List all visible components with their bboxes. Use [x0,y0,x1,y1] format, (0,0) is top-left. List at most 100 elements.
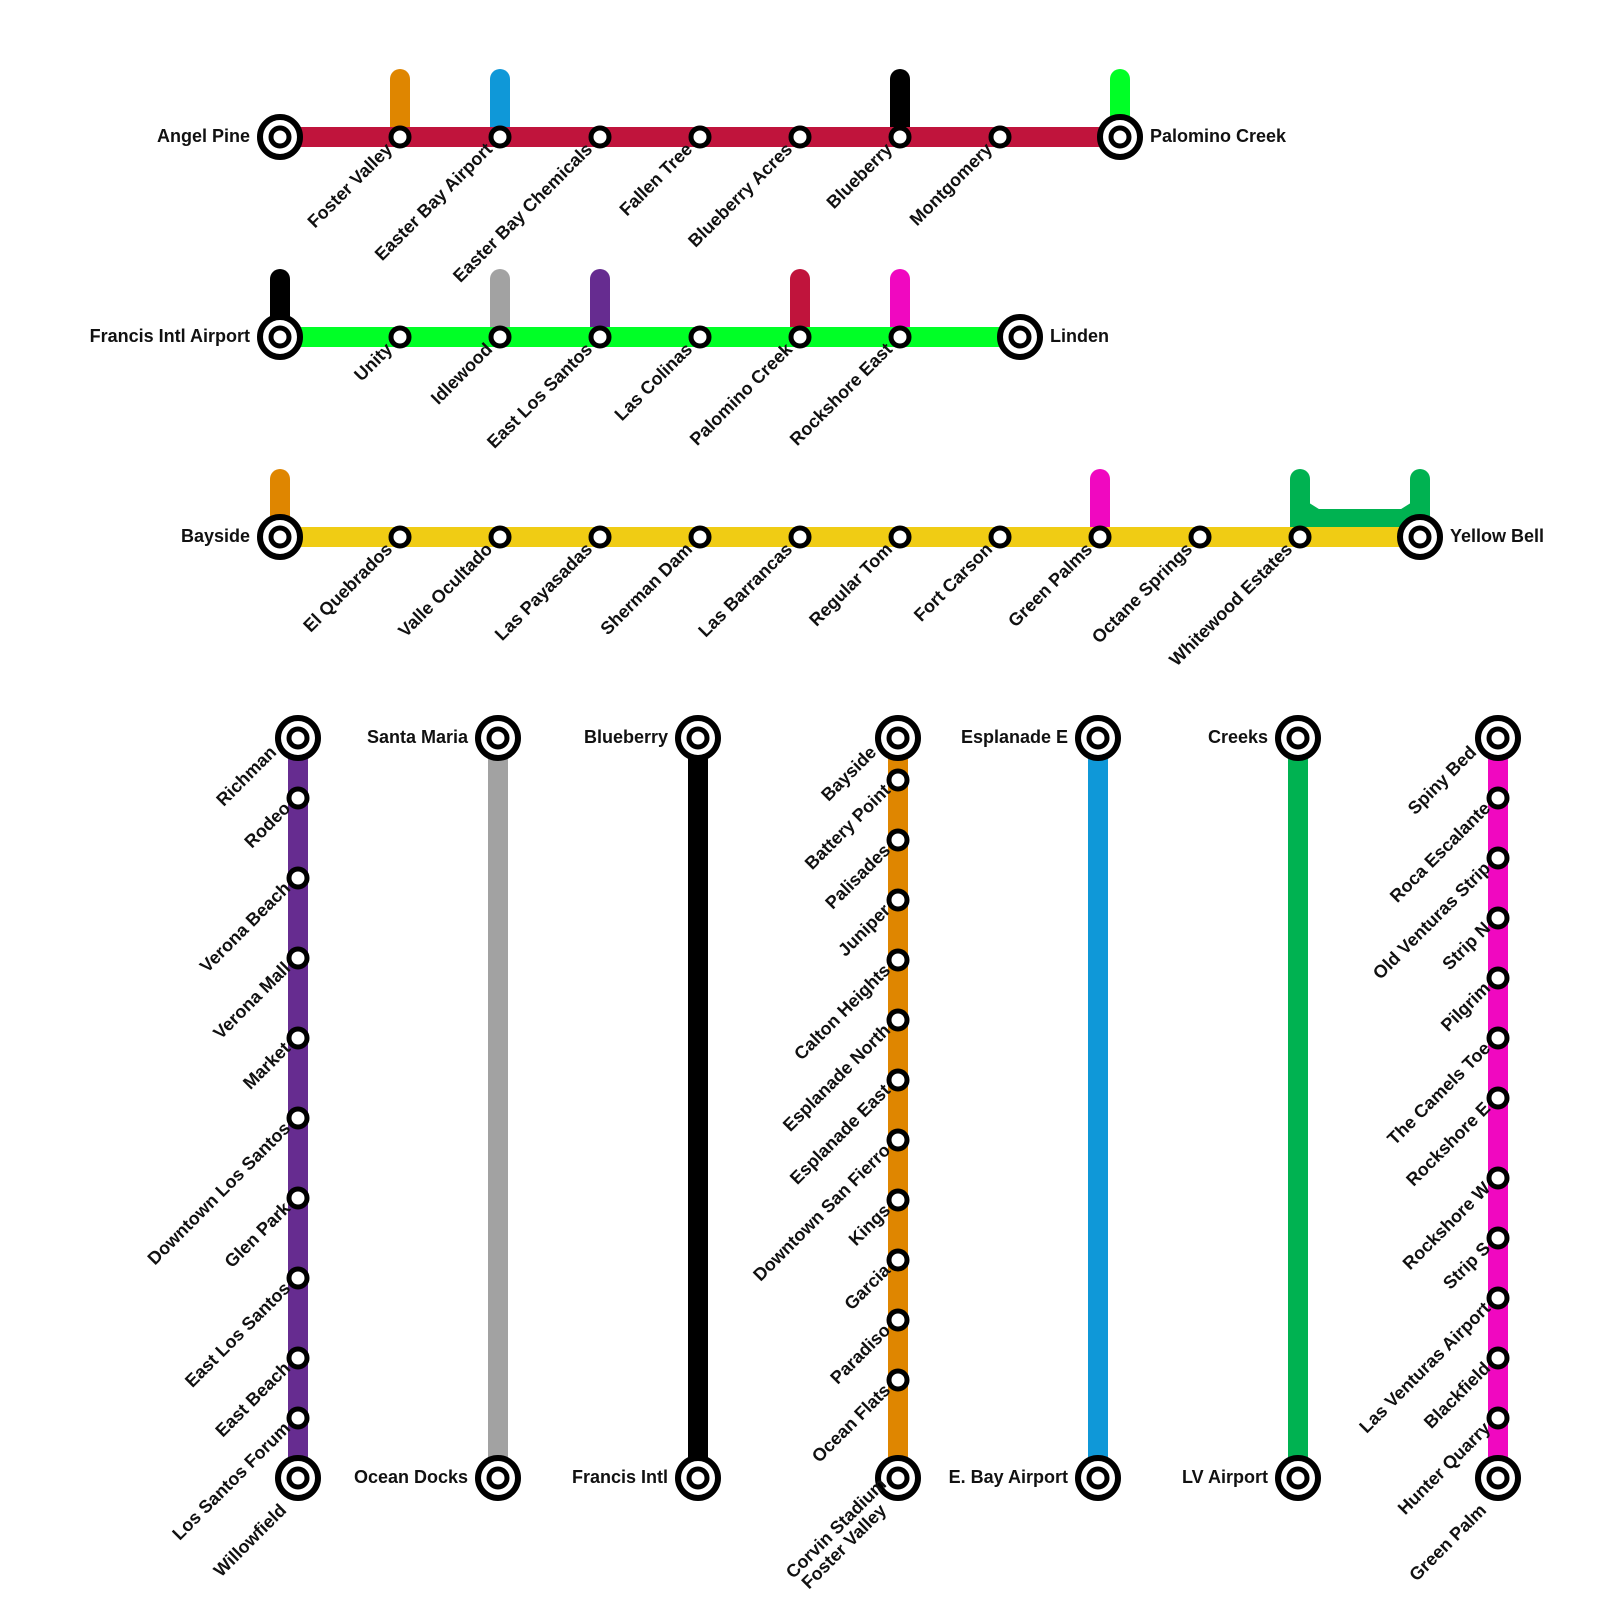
terminus-willowfield[interactable] [275,1455,321,1501]
terminus-linden[interactable] [997,314,1043,360]
station-label-octane-springs: Octane Springs [1088,539,1196,647]
station-easter-bay-airport[interactable] [488,125,512,149]
terminus-foster-valley[interactable] [875,1455,921,1501]
station-las-venturas-airport[interactable] [1486,1286,1510,1310]
station-los-santos-forum[interactable] [286,1406,310,1430]
station-east-beach[interactable] [286,1346,310,1370]
terminus-santa-maria[interactable] [475,715,521,761]
station-hunter-quarry[interactable] [1486,1406,1510,1430]
station-label-kings: Kings [845,1200,895,1250]
station-blackfield[interactable] [1486,1346,1510,1370]
station-ocean-flats[interactable] [886,1368,910,1392]
station-label-east-los-santos: East Los Santos [483,339,596,452]
terminus-label-ocean-docks: Ocean Docks [354,1467,468,1487]
station-paradiso[interactable] [886,1308,910,1332]
terminus-esplanade-e[interactable] [1075,715,1121,761]
station-fort-carson[interactable] [988,525,1012,549]
station-palomino-creek[interactable] [788,325,812,349]
station-label-fort-carson: Fort Carson [910,539,996,625]
station-pilgrim[interactable] [1486,966,1510,990]
station-strip-n[interactable] [1486,906,1510,930]
terminus-ocean-docks[interactable] [475,1455,521,1501]
terminus-label-angel-pine: Angel Pine [157,126,250,146]
terminus-core [686,726,710,750]
station-east-los-santos[interactable] [588,325,612,349]
station-esplanade-east[interactable] [886,1068,910,1092]
station-montgomery[interactable] [988,125,1012,149]
station-glen-park[interactable] [286,1186,310,1210]
station-label-el-quebrados: El Quebrados [299,539,396,636]
station-rockshore-east[interactable] [888,325,912,349]
station-fallen-tree[interactable] [688,125,712,149]
station-kings[interactable] [886,1188,910,1212]
station-east-los-santos[interactable] [286,1266,310,1290]
terminus-richman[interactable] [275,715,321,761]
station-rockshore-w[interactable] [1486,1166,1510,1190]
terminus-green-palm[interactable] [1475,1455,1521,1501]
station-calton-heights[interactable] [886,948,910,972]
station-easter-bay-chemicals[interactable] [588,125,612,149]
terminus-core [886,1466,910,1490]
station-green-palms[interactable] [1088,525,1112,549]
station-roca-escalante[interactable] [1486,786,1510,810]
station-valle-ocultado[interactable] [488,525,512,549]
station-el-quebrados[interactable] [388,525,412,549]
terminus-francis-intl-airport[interactable] [257,314,303,360]
station-label-ocean-flats: Ocean Flats [808,1380,894,1466]
station-label-las-payasadas: Las Payasadas [491,539,596,644]
station-idlewood[interactable] [488,325,512,349]
station-label-regular-tom: Regular Tom [805,539,896,630]
station-rodeo[interactable] [286,786,310,810]
station-the-camels-toe[interactable] [1486,1026,1510,1050]
station-label-old-venturas-strip: Old Venturas Strip [1369,858,1494,983]
terminus-core [286,1466,310,1490]
station-verona-beach[interactable] [286,866,310,890]
station-label-blueberry: Blueberry [823,139,897,213]
station-label-pilgrim: Pilgrim [1437,978,1494,1035]
station-regular-tom[interactable] [888,525,912,549]
terminus-blueberry[interactable] [675,715,721,761]
station-juniper[interactable] [886,888,910,912]
terminus-francis-intl[interactable] [675,1455,721,1501]
terminus-e-bay-airport[interactable] [1075,1455,1121,1501]
terminus-creeks[interactable] [1275,715,1321,761]
terminus-lv-airport[interactable] [1275,1455,1321,1501]
station-label-idlewood: Idlewood [427,339,496,408]
station-whitewood-estates[interactable] [1288,525,1312,549]
terminus-spiny-bed[interactable] [1475,715,1521,761]
station-octane-springs[interactable] [1188,525,1212,549]
station-sherman-dam[interactable] [688,525,712,549]
station-esplanade-north[interactable] [886,1008,910,1032]
terminus-label-santa-maria: Santa Maria [367,727,469,747]
station-blueberry-acres[interactable] [788,125,812,149]
station-verona-mall[interactable] [286,946,310,970]
station-label-valle-ocultado: Valle Ocultado [394,539,496,641]
station-las-colinas[interactable] [688,325,712,349]
station-garcia[interactable] [886,1248,910,1272]
terminus-yellow-bell[interactable] [1397,514,1443,560]
terminus-label-blueberry: Blueberry [584,727,668,747]
station-las-payasadas[interactable] [588,525,612,549]
station-label-spiny-bed: Spiny Bed [1404,742,1480,818]
station-las-barrancas[interactable] [788,525,812,549]
terminus-core [486,1466,510,1490]
terminus-palomino-creek[interactable] [1097,114,1143,160]
station-foster-valley[interactable] [388,125,412,149]
terminus-label-lv-airport: LV Airport [1182,1467,1268,1487]
station-old-venturas-strip[interactable] [1486,846,1510,870]
station-palisades[interactable] [886,828,910,852]
station-battery-point[interactable] [886,768,910,792]
terminus-bayside[interactable] [257,514,303,560]
station-blueberry[interactable] [888,125,912,149]
terminus-core [1108,125,1132,149]
station-market[interactable] [286,1026,310,1050]
station-label-esplanade-north: Esplanade North [779,1020,894,1135]
station-unity[interactable] [388,325,412,349]
terminus-bayside[interactable] [875,715,921,761]
terminus-angel-pine[interactable] [257,114,303,160]
station-strip-s[interactable] [1486,1226,1510,1250]
station-downtown-san-fierro[interactable] [886,1128,910,1152]
station-rockshore-e[interactable] [1486,1086,1510,1110]
station-downtown-los-santos[interactable] [286,1106,310,1130]
station-label-paradiso: Paradiso [826,1320,894,1388]
